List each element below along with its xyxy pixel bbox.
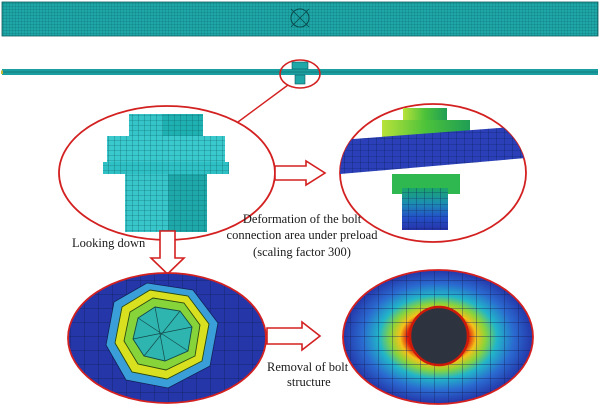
removal-caption-line-2: structure	[287, 375, 331, 389]
arrow-down	[149, 230, 186, 276]
bolt-top-view	[67, 272, 267, 404]
side-view-plate	[1, 59, 598, 89]
arrow-right-top	[274, 159, 327, 187]
looking-down-label: Looking down	[72, 236, 146, 250]
top-plate-mesh	[1, 1, 599, 37]
bolt-mesh-view	[58, 105, 276, 241]
deformation-caption-line-1: Deformation of the bolt	[243, 212, 362, 226]
deformation-caption-line-3: (scaling factor 300)	[253, 245, 351, 259]
removal-caption-line-1: Removal of bolt	[267, 360, 349, 374]
small-bolt-side	[291, 61, 309, 85]
bolt-removed-stress-view	[342, 269, 534, 405]
bolt-deformation-view	[339, 103, 527, 243]
arrow-right-bottom	[266, 320, 322, 352]
deformation-caption-line-2: connection area under preload	[227, 228, 379, 242]
zoom-circle	[279, 59, 321, 89]
zoom-leader-line	[237, 84, 289, 123]
bolt-hole-top-marker	[290, 8, 310, 28]
